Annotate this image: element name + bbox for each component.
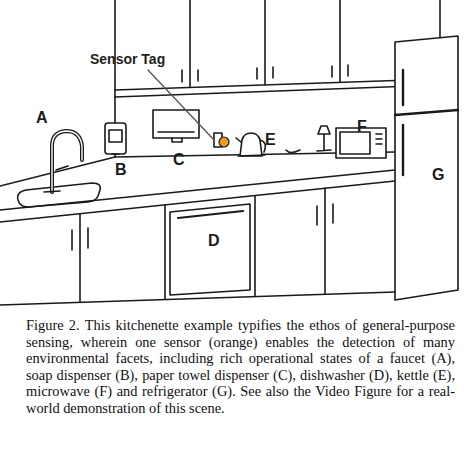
counter-lower-edge — [0, 181, 395, 222]
figure-caption: Figure 2. This kitchenette example typif… — [26, 317, 455, 417]
refrigerator — [395, 36, 458, 300]
cabinet-handles — [182, 65, 348, 82]
cord — [286, 150, 300, 153]
microwave-door — [340, 132, 382, 154]
dishwasher-handle — [178, 211, 243, 218]
kitchen-lines — [0, 0, 458, 305]
callout-letter: A — [36, 109, 48, 127]
kettle — [240, 133, 262, 156]
kitchen-illustration — [0, 0, 474, 310]
lower-cabinet-doors — [80, 188, 325, 302]
callout-letter: E — [265, 131, 276, 149]
callout-letter: D — [208, 232, 220, 250]
counter-side-edge — [0, 157, 115, 186]
faucet — [52, 131, 82, 192]
upper-cabinets — [115, 0, 440, 97]
cabinet-underside — [115, 79, 440, 90]
faucet-inner — [52, 131, 82, 192]
callout-letter: C — [173, 151, 185, 169]
faucet-base — [44, 166, 68, 192]
lamp — [317, 126, 331, 151]
cabinet-knobs — [72, 204, 333, 250]
soap-window — [109, 130, 122, 154]
sensor-tag — [219, 137, 229, 147]
callout-letter: F — [357, 118, 367, 136]
towel-dispenser — [153, 110, 199, 138]
fridge-handles — [395, 70, 458, 175]
sink-basin — [18, 183, 101, 207]
sensor-tag-label: Sensor Tag — [90, 51, 165, 67]
callout-letter: G — [432, 166, 444, 184]
cabinet-doors — [190, 0, 340, 87]
towel-slot — [158, 132, 194, 142]
callout-letter: B — [115, 161, 127, 179]
leader-line — [148, 70, 214, 140]
counter-front-edge — [0, 170, 395, 210]
soap-dispenser — [105, 123, 126, 154]
kettle-handle — [236, 138, 265, 156]
dishwasher — [170, 204, 250, 295]
